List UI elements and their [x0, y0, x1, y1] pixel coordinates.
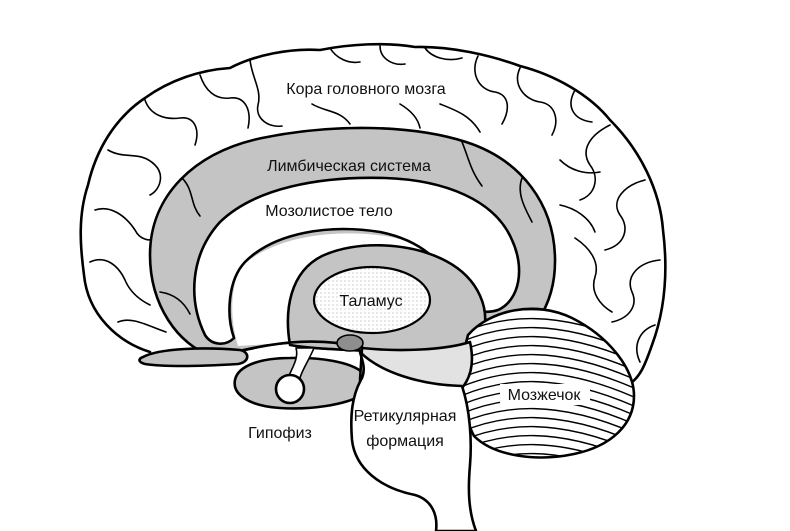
thalamus — [312, 265, 432, 335]
limbic-sulcus — [461, 141, 483, 187]
gyrus-line — [107, 149, 162, 196]
gyrus-line — [117, 319, 167, 333]
folia-line — [462, 452, 634, 458]
pituitary-gland — [274, 373, 306, 405]
label-reticular-formation-line-1: Ретикулярная — [354, 408, 457, 425]
pituitary-region — [233, 347, 364, 410]
gyrus-line — [144, 99, 198, 146]
label-cortex: Кора головного мозга — [286, 81, 446, 98]
cortex-outline — [79, 42, 667, 387]
gyrus-line — [559, 159, 601, 174]
label-thalamus: Таламус — [339, 293, 402, 310]
folia-line — [462, 380, 634, 412]
gyrus-line — [611, 259, 661, 323]
gyrus-line — [379, 45, 406, 66]
gyrus-line — [329, 47, 361, 64]
limbic-sulcus — [159, 291, 191, 315]
gyrus-line — [604, 179, 646, 251]
gyrus-line — [399, 103, 421, 129]
labels: Кора головного мозга Лимбическая система… — [248, 81, 590, 450]
mammillary-body — [336, 334, 364, 352]
gyrus-line — [579, 124, 611, 201]
label-corpus-callosum: Мозолистое тело — [265, 203, 393, 220]
gyrus-line — [89, 258, 151, 306]
label-reticular-formation-line-2: формация — [366, 433, 444, 450]
gyrus-line — [516, 67, 557, 136]
optic-chiasm — [138, 347, 249, 368]
label-cerebellum: Мозжечок — [508, 387, 582, 404]
gyrus-line — [570, 89, 593, 123]
label-pituitary: Гипофиз — [248, 425, 312, 442]
limbic-sulcus — [181, 177, 201, 217]
thalamus-dots — [312, 265, 432, 335]
gyrus-line — [474, 55, 509, 125]
folia-line — [462, 371, 634, 403]
gyrus-line — [424, 47, 463, 61]
gyrus-line — [636, 324, 656, 363]
label-cerebellum-background — [500, 384, 590, 405]
gyrus-line — [439, 103, 481, 133]
cortex-gyri — [89, 45, 661, 363]
label-limbic-system: Лимбическая система — [267, 158, 431, 175]
gyrus-line — [311, 103, 351, 125]
gyrus-line — [199, 74, 250, 129]
gyrus-line — [249, 59, 283, 128]
gyrus-line — [574, 237, 613, 313]
limbic-sulcus — [519, 177, 533, 223]
gyrus-line — [559, 204, 596, 233]
brainstem — [350, 350, 478, 531]
corpus-callosum — [192, 176, 521, 345]
